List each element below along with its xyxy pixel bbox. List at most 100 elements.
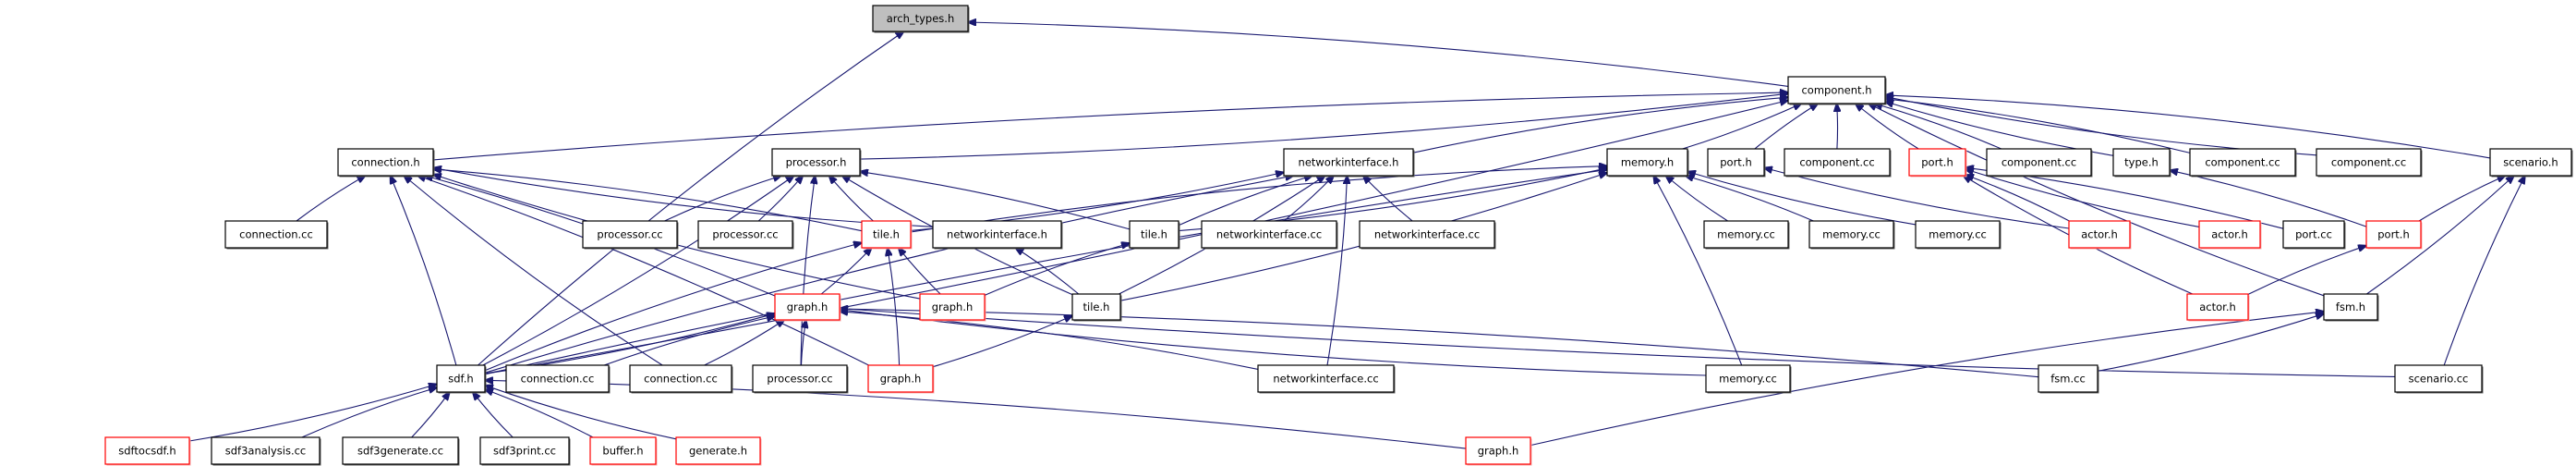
node-connection-cc-2[interactable]: connection.cc	[505, 364, 611, 394]
node-port-h-3[interactable]: port.h	[2365, 220, 2423, 250]
node-label: graph.h	[1478, 445, 1519, 458]
node-box	[1808, 220, 1894, 249]
node-graph-h-1[interactable]: graph.h	[774, 293, 841, 322]
edge-graph-h-2-to-tile-h-2	[984, 243, 1130, 296]
node-arch-types-h[interactable]: arch_types.h	[872, 5, 970, 33]
node-box	[919, 293, 986, 321]
node-sdf3print-cc[interactable]: sdf3print.cc	[479, 436, 571, 466]
node-label: processor.cc	[712, 228, 778, 241]
edge-graph-h-2-to-tile-h-1	[899, 248, 941, 295]
node-buffer-h[interactable]: buffer.h	[589, 436, 658, 466]
node-processor-cc-2[interactable]: processor.cc	[697, 220, 794, 250]
node-networkinterface-cc-3[interactable]: networkinterface.cc	[1257, 364, 1396, 394]
node-graph-h-2[interactable]: graph.h	[919, 293, 986, 322]
edge-sdf-h-to-arch-types-h	[478, 31, 904, 366]
edge-sdf3analysis-cc-to-sdf-h	[301, 387, 437, 438]
node-box	[2282, 220, 2345, 249]
node-memory-cc-4[interactable]: memory.cc	[1705, 364, 1792, 394]
node-networkinterface-cc-1[interactable]: networkinterface.cc	[1201, 220, 1338, 250]
node-box	[505, 364, 610, 393]
edge-memory-cc-4-to-graph-h-1	[840, 310, 1707, 376]
node-component-cc-2[interactable]: component.cc	[1986, 148, 2093, 178]
node-port-h-2[interactable]: port.h	[1908, 148, 1967, 178]
node-box	[1129, 220, 1179, 249]
node-box	[224, 220, 328, 249]
node-box	[1705, 364, 1791, 393]
node-box	[2489, 148, 2572, 177]
node-tile-h-1[interactable]: tile.h	[861, 220, 913, 250]
node-memory-cc-2[interactable]: memory.cc	[1808, 220, 1895, 250]
node-box	[1703, 220, 1789, 249]
node-sdf-h[interactable]: sdf.h	[436, 364, 487, 394]
node-processor-h[interactable]: processor.h	[771, 148, 862, 178]
edge-fsm-cc-to-fsm-h	[2097, 313, 2324, 372]
node-sdf3generate-cc[interactable]: sdf3generate.cc	[342, 436, 460, 466]
node-port-cc[interactable]: port.cc	[2282, 220, 2346, 250]
edge-sdf3print-cc-to-sdf-h	[473, 392, 514, 438]
node-box	[2112, 148, 2171, 177]
node-label: sdftocsdf.h	[118, 445, 175, 458]
node-tile-h-3[interactable]: tile.h	[1071, 293, 1122, 322]
node-label: actor.h	[2081, 228, 2118, 241]
edge-sdf-h-to-connection-h	[391, 176, 457, 366]
edge-tile-h-1-to-connection-h	[433, 169, 863, 232]
node-graph-h-4[interactable]: graph.h	[1465, 436, 1532, 466]
node-connection-cc-3[interactable]: connection.cc	[629, 364, 733, 394]
edge-sdf-h-to-networkinterface-h	[484, 176, 1294, 374]
node-label: graph.h	[880, 373, 922, 386]
edge-graph-h-3-to-connection-h	[417, 176, 869, 366]
node-component-h[interactable]: component.h	[1787, 76, 1887, 105]
node-processor-cc-1[interactable]: processor.cc	[582, 220, 679, 250]
node-label: scenario.cc	[2409, 373, 2469, 386]
node-fsm-h[interactable]: fsm.h	[2323, 293, 2379, 322]
edge-sdf-h-to-tile-h-1	[484, 243, 862, 372]
node-memory-h[interactable]: memory.h	[1606, 148, 1689, 178]
node-graph-h-3[interactable]: graph.h	[867, 364, 935, 394]
node-fsm-cc[interactable]: fsm.cc	[2038, 364, 2099, 394]
node-label: networkinterface.cc	[1216, 228, 1322, 241]
node-tile-h-2[interactable]: tile.h	[1129, 220, 1180, 250]
node-actor-h-3[interactable]: actor.h	[2186, 293, 2250, 322]
edge-graph-h-4-to-sdf-h	[485, 380, 1467, 449]
edge-networkinterface-cc-3-to-networkinterface-h	[1326, 176, 1348, 366]
node-processor-cc-3[interactable]: processor.cc	[752, 364, 849, 394]
node-label: sdf.h	[448, 373, 473, 386]
node-component-cc-4[interactable]: component.cc	[2316, 148, 2423, 178]
node-connection-h[interactable]: connection.h	[337, 148, 435, 178]
edge-port-h-3-to-scenario-h	[2418, 176, 2505, 222]
node-box	[479, 436, 570, 465]
node-label: processor.h	[786, 156, 847, 169]
edge-tile-h-2-to-networkinterface-h	[1178, 176, 1312, 227]
node-port-h-1[interactable]: port.h	[1707, 148, 1766, 178]
node-component-cc-3[interactable]: component.cc	[2189, 148, 2297, 178]
node-generate-h[interactable]: generate.h	[675, 436, 762, 466]
node-sdf3analysis-cc[interactable]: sdf3analysis.cc	[211, 436, 321, 466]
node-actor-h-1[interactable]: actor.h	[2068, 220, 2132, 250]
node-label: port.h	[1921, 156, 1953, 169]
node-connection-cc-1[interactable]: connection.cc	[224, 220, 329, 250]
node-box	[2198, 220, 2261, 249]
node-memory-cc-3[interactable]: memory.cc	[1915, 220, 2002, 250]
edge-actor-h-3-to-port-h-3	[2247, 246, 2366, 295]
node-sdftocsdf-h[interactable]: sdftocsdf.h	[104, 436, 191, 466]
node-label: memory.cc	[1822, 228, 1881, 241]
node-component-cc-1[interactable]: component.cc	[1784, 148, 1892, 178]
node-type-h[interactable]: type.h	[2112, 148, 2171, 178]
node-actor-h-2[interactable]: actor.h	[2198, 220, 2262, 250]
node-label: generate.h	[689, 445, 747, 458]
node-memory-cc-1[interactable]: memory.cc	[1703, 220, 1790, 250]
edge-sdf-h-to-processor-h	[482, 176, 794, 366]
node-label: connection.cc	[644, 373, 718, 386]
node-networkinterface-h[interactable]: networkinterface.h	[1283, 148, 1415, 178]
edge-connection-h-to-component-h	[432, 92, 1788, 161]
node-label: sdf3print.cc	[493, 445, 556, 458]
node-label: graph.h	[787, 300, 828, 313]
node-label: port.h	[2377, 228, 2410, 241]
node-scenario-h[interactable]: scenario.h	[2489, 148, 2573, 178]
node-label: actor.h	[2199, 300, 2236, 313]
node-networkinterface-h-2[interactable]: networkinterface.h	[932, 220, 1063, 250]
node-scenario-cc[interactable]: scenario.cc	[2394, 364, 2484, 394]
node-networkinterface-cc-2[interactable]: networkinterface.cc	[1359, 220, 1496, 250]
edge-tile-h-1-to-processor-h	[829, 176, 874, 222]
